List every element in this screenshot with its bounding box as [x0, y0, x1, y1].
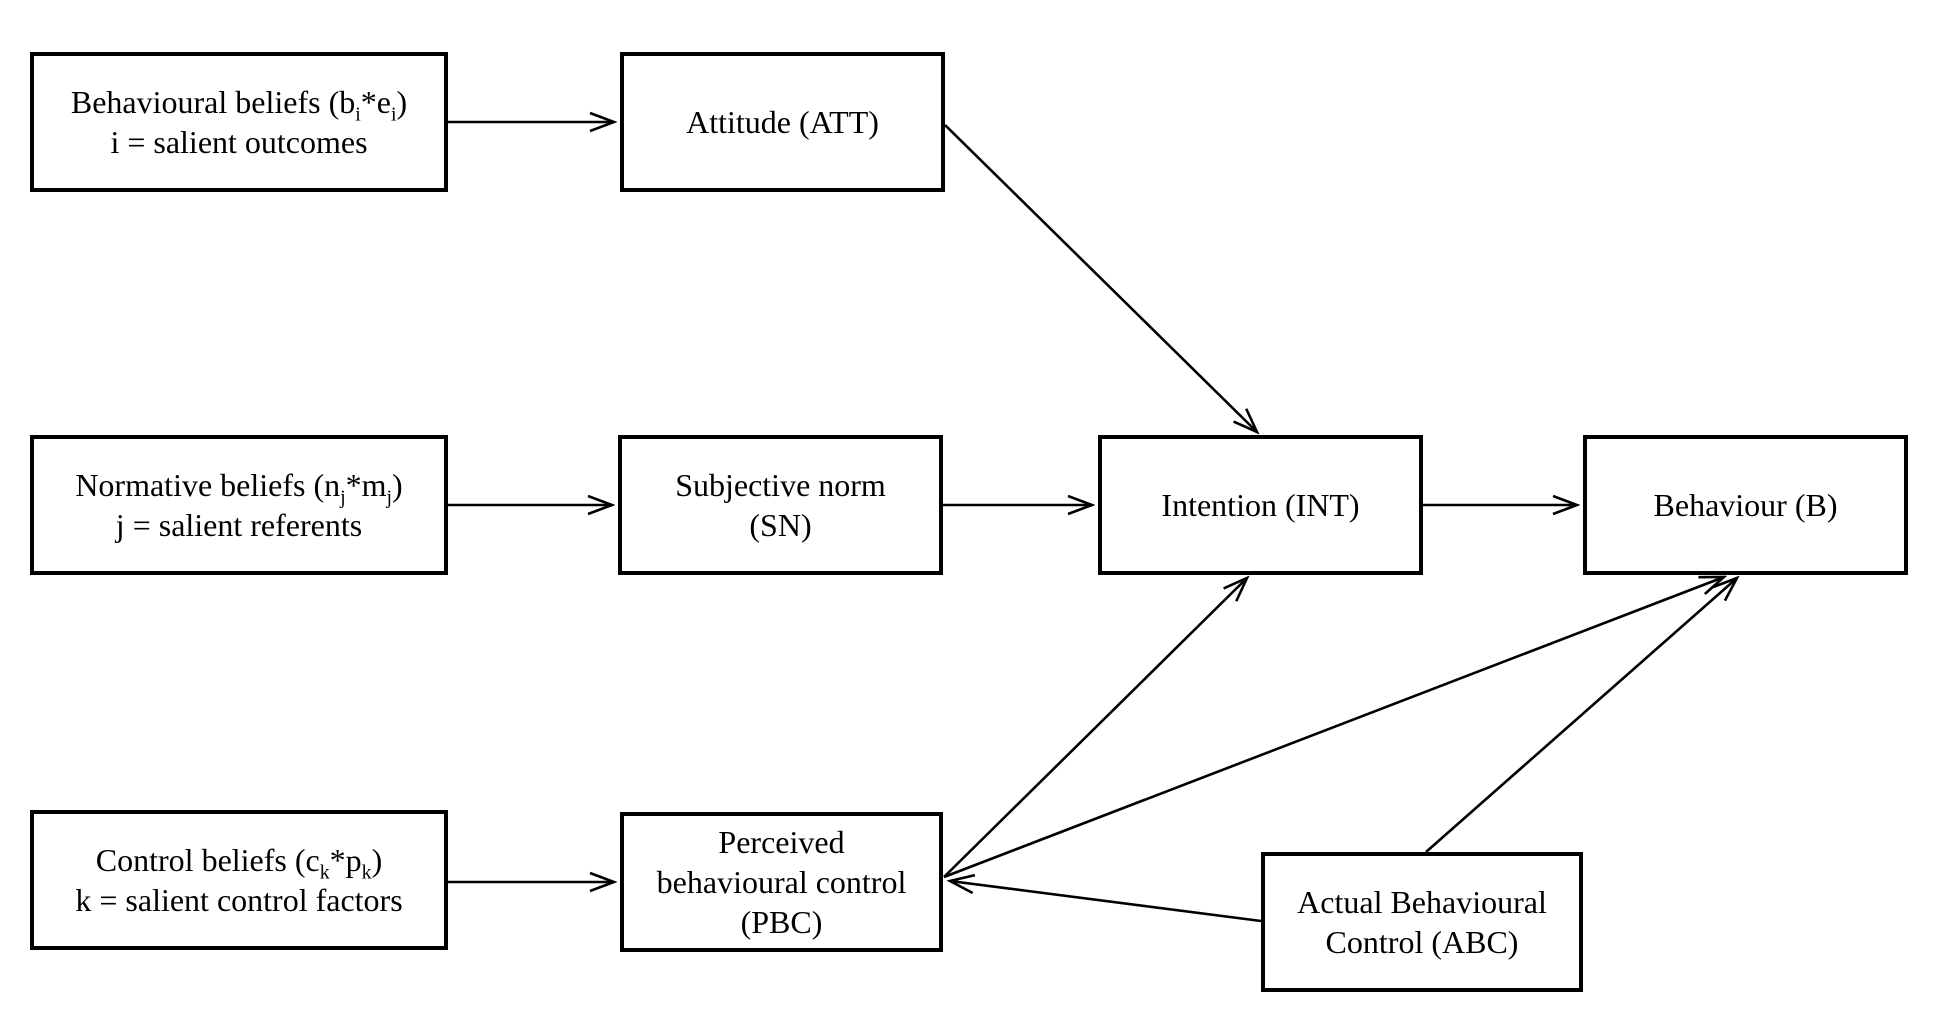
node-label-line: Intention (INT)	[1161, 487, 1360, 523]
node-label-line: (SN)	[749, 507, 812, 543]
edge-abc-to-behaviour	[1425, 578, 1737, 853]
node-subjective-norm: Subjective norm (SN)	[618, 435, 943, 575]
node-label-line: j = salient referents	[115, 507, 363, 543]
node-label-line: k = salient control factors	[75, 882, 403, 918]
node-label-line: Attitude (ATT)	[686, 104, 879, 140]
node-abc: Actual Behavioural Control (ABC)	[1261, 852, 1583, 992]
node-label-line: behavioural control	[656, 864, 907, 900]
node-label-line: Behavioural beliefs (bi*ei)	[70, 84, 408, 126]
node-label-line: Normative beliefs (nj*mj)	[75, 467, 403, 509]
node-label-line: Control beliefs (ck*pk)	[95, 842, 383, 884]
node-pbc: Perceived behavioural control (PBC)	[620, 812, 943, 952]
edge-abc-to-pbc	[950, 881, 1262, 923]
node-control-beliefs: Control beliefs (ck*pk) k = salient cont…	[30, 810, 448, 950]
edge-pbc-to-intention	[943, 578, 1247, 878]
edge-attitude-to-intention	[944, 124, 1257, 432]
node-label-line: i = salient outcomes	[110, 124, 368, 160]
node-normative-beliefs: Normative beliefs (nj*mj) j = salient re…	[30, 435, 448, 575]
node-behavioural-beliefs: Behavioural beliefs (bi*ei) i = salient …	[30, 52, 448, 192]
node-label-line: Actual Behavioural	[1297, 884, 1547, 920]
node-label-line: Perceived	[718, 824, 845, 860]
node-intention: Intention (INT)	[1098, 435, 1423, 575]
edge-pbc-to-behaviour	[943, 577, 1724, 879]
node-label-line: Behaviour (B)	[1653, 487, 1838, 523]
node-attitude: Attitude (ATT)	[620, 52, 945, 192]
node-label-line: Control (ABC)	[1325, 924, 1519, 960]
node-label-line: (PBC)	[740, 904, 823, 940]
node-behaviour: Behaviour (B)	[1583, 435, 1908, 575]
node-label-line: Subjective norm	[675, 467, 886, 503]
